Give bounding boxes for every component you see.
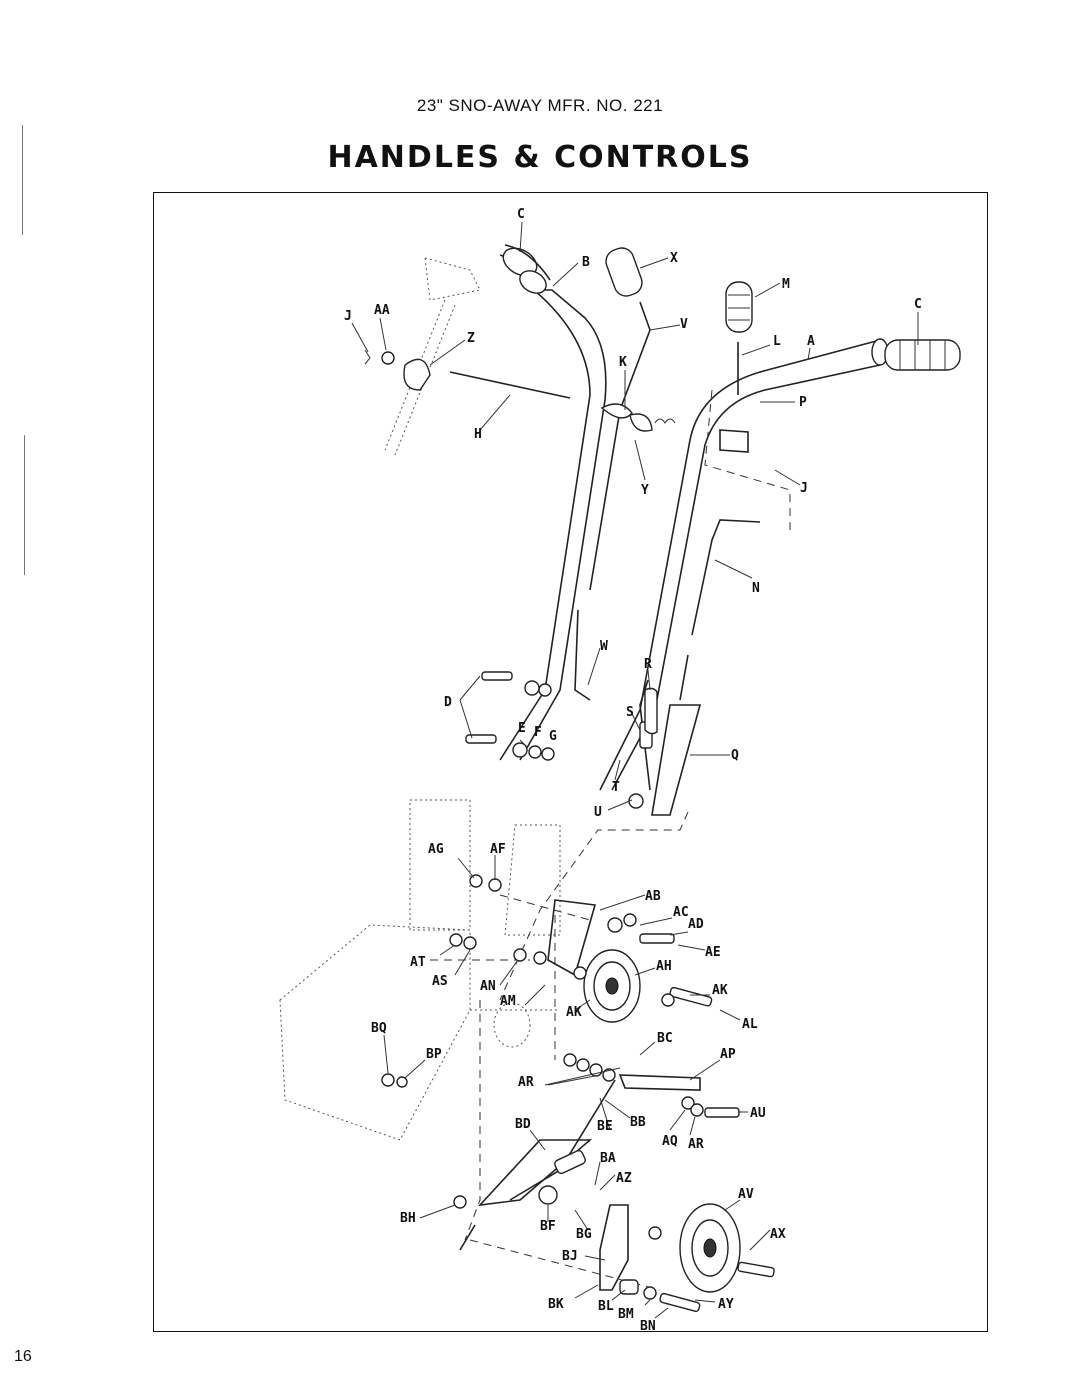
callout-AM: AM <box>500 994 516 1009</box>
callout-M: M <box>782 277 790 292</box>
callout-V: V <box>680 317 688 332</box>
leader-lines <box>351 221 919 1319</box>
callout-BM: BM <box>618 1307 634 1322</box>
page-number: 16 <box>14 1348 32 1365</box>
callout-AD: AD <box>688 917 704 932</box>
callout-Y: Y <box>641 483 649 498</box>
callout-BN: BN <box>640 1319 656 1334</box>
page-subtitle: 23" SNO-AWAY MFR. NO. 221 <box>416 96 664 115</box>
callout-C: C <box>517 207 525 222</box>
callout-AS: AS <box>432 974 448 989</box>
callout-E: E <box>518 721 526 736</box>
callout-U: U <box>594 805 602 820</box>
frame-housing <box>279 799 561 1141</box>
callout-AN: AN <box>480 979 496 994</box>
callout-BD: BD <box>515 1117 531 1132</box>
callout-BP: BP <box>426 1047 442 1062</box>
callout-T: T <box>612 780 620 795</box>
callout-AE: AE <box>705 945 721 960</box>
callout-K: K <box>619 355 627 370</box>
margin-mark <box>24 435 25 575</box>
callout-AQ: AQ <box>662 1134 678 1149</box>
callout-AC: AC <box>673 905 689 920</box>
callout-AV: AV <box>738 1187 754 1202</box>
callout-BA: BA <box>600 1151 616 1166</box>
callout-BJ: BJ <box>562 1249 578 1264</box>
page-title: HANDLES & CONTROLS <box>327 140 753 175</box>
callout-BF: BF <box>540 1219 556 1234</box>
callout-AB: AB <box>645 889 661 904</box>
dashed-guides <box>430 389 791 1291</box>
callout-labels: C B X M C J AA Z V L A K P H Y J N W R D… <box>344 207 922 1334</box>
callout-AK: AK <box>712 983 728 998</box>
callout-A: A <box>807 334 815 349</box>
callout-S: S <box>626 705 634 720</box>
callout-X: X <box>670 251 678 266</box>
callout-AL: AL <box>742 1017 758 1032</box>
callout-H: H <box>474 427 482 442</box>
callout-J: J <box>800 481 808 496</box>
callout-AY: AY <box>718 1297 734 1312</box>
grips-small <box>605 247 753 333</box>
callout-BB: BB <box>630 1115 646 1130</box>
callout-N: N <box>752 581 760 596</box>
callout-BK: BK <box>548 1297 564 1312</box>
callout-AF: AF <box>490 842 506 857</box>
margin-mark <box>22 125 23 235</box>
callout-AU: AU <box>750 1106 766 1121</box>
callout-AR: AR <box>688 1137 704 1152</box>
callout-AT: AT <box>410 955 426 970</box>
pulley-assembly-upper <box>547 899 713 1023</box>
callout-B: B <box>582 255 590 270</box>
callout-BL: BL <box>598 1299 614 1314</box>
callout-BC: BC <box>657 1031 673 1046</box>
callout-AK: AK <box>566 1005 582 1020</box>
callout-BE: BE <box>597 1119 613 1134</box>
callout-Z: Z <box>467 331 475 346</box>
callout-BG: BG <box>576 1227 592 1242</box>
idler-assembly <box>453 1053 740 1209</box>
right-grip <box>884 339 961 371</box>
callout-Q: Q <box>731 748 739 763</box>
callout-AG: AG <box>428 842 444 857</box>
right-handle <box>599 338 889 791</box>
callout-AA: AA <box>374 303 390 318</box>
callout-AP: AP <box>720 1047 736 1062</box>
left-handle <box>499 244 607 761</box>
callout-BH: BH <box>400 1211 416 1226</box>
callout-L: L <box>773 334 781 349</box>
callout-P: P <box>799 395 807 410</box>
callout-AH: AH <box>656 959 672 974</box>
callout-D: D <box>444 695 452 710</box>
callout-AZ: AZ <box>616 1171 632 1186</box>
callout-AX: AX <box>770 1227 786 1242</box>
callout-C: C <box>914 297 922 312</box>
diagram-frame <box>153 192 988 1332</box>
pulley-assembly-lower <box>459 1203 775 1313</box>
callout-R: R <box>644 657 652 672</box>
callout-BQ: BQ <box>371 1021 387 1036</box>
callout-G: G <box>549 729 557 744</box>
callout-W: W <box>600 639 608 654</box>
callout-J: J <box>344 309 352 324</box>
upper-left-assembly <box>364 257 481 456</box>
fasteners <box>381 403 676 1088</box>
callout-F: F <box>534 725 542 740</box>
rods <box>449 301 761 701</box>
callout-AR: AR <box>518 1075 534 1090</box>
